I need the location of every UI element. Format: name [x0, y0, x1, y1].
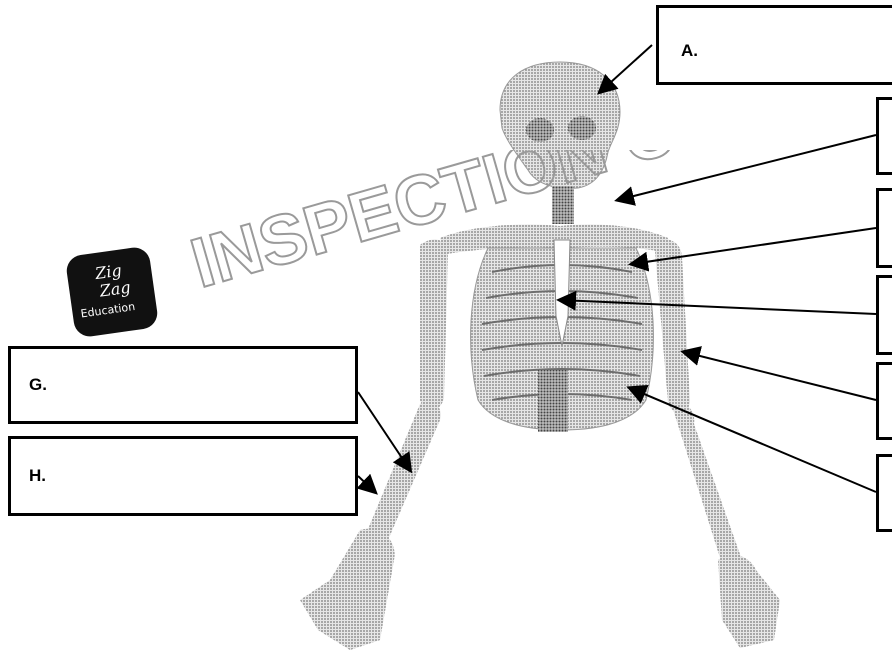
eye-socket-left — [526, 118, 554, 142]
arrow-g — [358, 392, 410, 470]
arrow-a — [600, 45, 652, 92]
eye-socket-right — [568, 116, 596, 140]
arrow-b — [618, 135, 876, 200]
label-a: A. — [681, 41, 698, 61]
label-box-h[interactable]: H. — [8, 436, 358, 516]
arrow-f — [630, 388, 876, 492]
left-humerus — [420, 240, 448, 411]
right-humerus — [654, 239, 690, 413]
arrow-h — [358, 476, 375, 492]
label-box-g[interactable]: G. — [8, 346, 358, 424]
label-box-c[interactable] — [876, 188, 892, 268]
cervical-spine — [552, 186, 574, 224]
right-hand — [718, 555, 780, 648]
left-hand — [300, 529, 395, 650]
label-box-b[interactable] — [876, 97, 892, 175]
label-box-d[interactable] — [876, 275, 892, 355]
label-g: G. — [29, 375, 47, 395]
right-forearm — [672, 404, 742, 573]
lumbar-spine — [538, 370, 568, 432]
left-forearm — [366, 402, 441, 547]
label-box-f[interactable] — [876, 454, 892, 532]
label-box-e[interactable] — [876, 362, 892, 440]
label-h: H. — [29, 466, 46, 486]
skull — [500, 62, 620, 188]
arrow-e — [684, 352, 876, 400]
label-box-a[interactable]: A. — [656, 5, 892, 85]
zigzag-education-logo: Zig Zag Education — [62, 243, 161, 340]
